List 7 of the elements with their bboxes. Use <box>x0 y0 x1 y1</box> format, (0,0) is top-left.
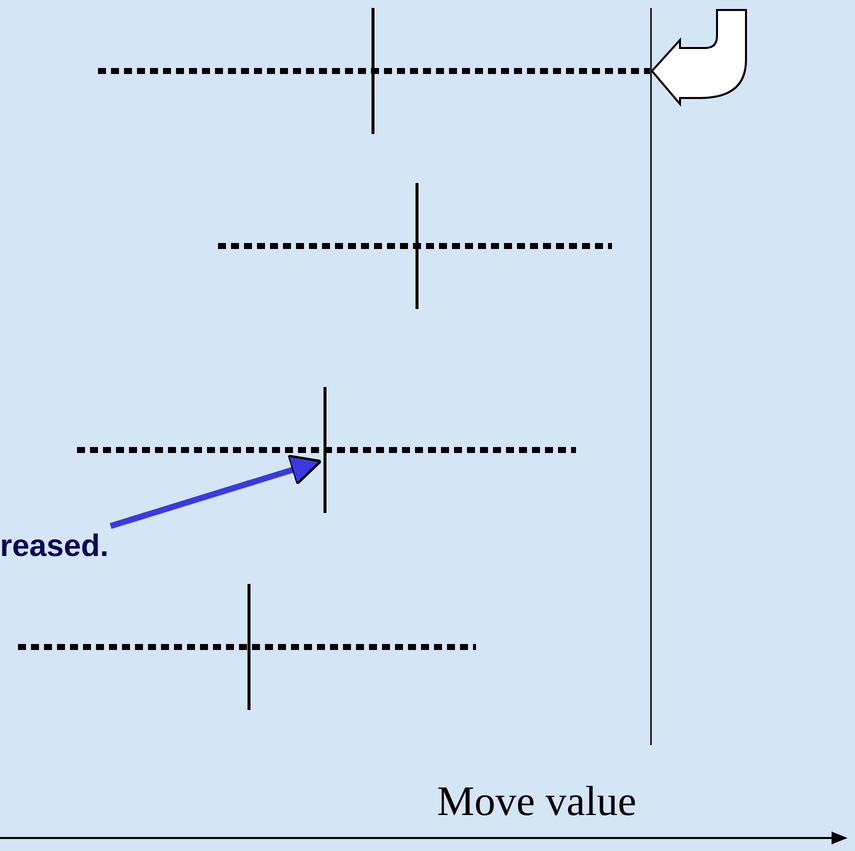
callout-text: reased. <box>0 528 109 564</box>
arrow <box>110 454 322 529</box>
dotted-interval <box>18 584 476 710</box>
dotted-interval <box>77 387 576 513</box>
axis-label: Move value <box>437 778 636 826</box>
dotted-interval <box>98 8 650 134</box>
dotted-interval <box>218 183 612 309</box>
